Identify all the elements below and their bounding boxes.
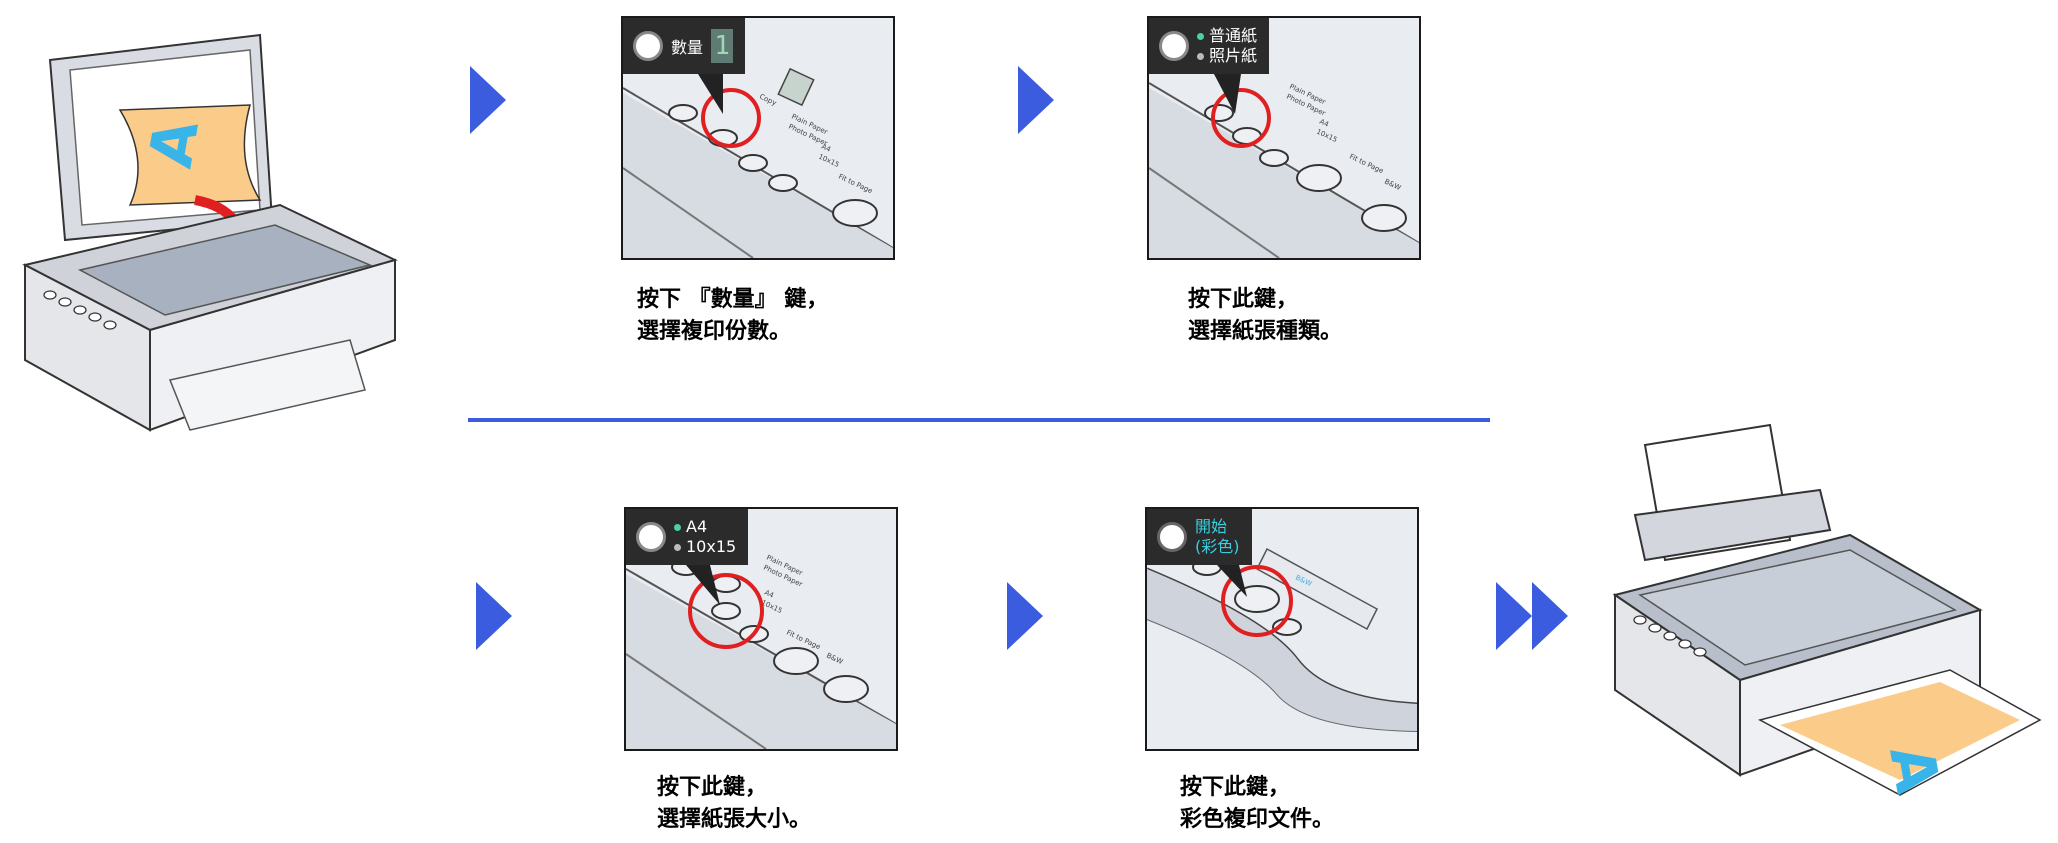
led-on-icon (674, 524, 681, 531)
panel-start-color: B&W 開始 (彩色) (1145, 507, 1419, 751)
badge-start-color: 開始 (彩色) (1147, 509, 1252, 565)
caption-step-2: 按下此鍵，選擇紙張種類。 (1188, 287, 1343, 344)
panel-copies: Copy Plain Paper Photo Paper A4 10x15 Fi… (621, 16, 895, 260)
button-icon (1159, 31, 1189, 61)
control-panel-closeup: Plain Paper Photo Paper A4 10x15 Fit to … (1149, 74, 1419, 258)
copies-display: 1 (711, 29, 734, 63)
badge-paper-type: 普通紙 照片紙 (1149, 18, 1270, 74)
step-arrow-4 (1007, 582, 1043, 650)
control-panel-closeup: B&W (1147, 547, 1417, 732)
scanner-with-document-illustration: A (22, 33, 398, 432)
panel-label-10x15: 10x15 (817, 153, 840, 170)
panel-label-a4: A4 (1318, 118, 1330, 129)
badge-copies: 數量 1 (623, 18, 746, 74)
panel-label-bw: B&W (1383, 178, 1402, 193)
control-panel-closeup: Copy Plain Paper Photo Paper A4 10x15 Fi… (623, 67, 893, 258)
led-off-icon (1197, 53, 1204, 60)
step-arrow-3 (476, 582, 512, 650)
step-arrow-1 (470, 66, 506, 134)
panel-label-10x15: 10x15 (1315, 128, 1338, 145)
double-arrow-a (1496, 582, 1532, 650)
step-arrow-2 (1018, 66, 1054, 134)
panel-label-fit: Fit to Page (1348, 153, 1385, 176)
button-icon (636, 522, 666, 552)
option-plain-paper: 普通紙 (1197, 26, 1257, 46)
button-icon (633, 31, 663, 61)
option-10x15: 10x15 (674, 537, 736, 557)
panel-label-a4: A4 (763, 589, 775, 600)
caption-step-1: 按下 『數量』 鍵，選擇複印份數。 (637, 287, 829, 344)
panel-label-a4: A4 (820, 143, 832, 154)
led-on-icon (1197, 33, 1204, 40)
panel-label-bw: B&W (825, 652, 844, 667)
panel-label-copy: Copy (758, 93, 777, 108)
section-divider (468, 418, 1490, 422)
caption-step-3: 按下此鍵，選擇紙張大小。 (657, 775, 812, 832)
panel-label-fit: Fit to Page (837, 173, 874, 196)
color-label: (彩色) (1195, 537, 1240, 556)
panel-paper-type: Plain Paper Photo Paper A4 10x15 Fit to … (1147, 16, 1421, 260)
double-arrow-b (1532, 582, 1568, 650)
start-button-icon (1157, 522, 1187, 552)
printer-with-copy-illustration: A (1612, 423, 2042, 799)
start-label: 開始 (1195, 517, 1228, 536)
copies-label: 數量 (671, 38, 704, 57)
badge-paper-size: A4 10x15 (626, 509, 749, 565)
caption-step-4: 按下此鍵，彩色複印文件。 (1180, 775, 1335, 832)
panel-paper-size: Plain Paper Photo Paper A4 10x15 Fit to … (624, 507, 898, 751)
option-a4: A4 (674, 517, 736, 537)
led-off-icon (674, 544, 681, 551)
control-panel-closeup: Plain Paper Photo Paper A4 10x15 Fit to … (626, 554, 896, 749)
option-photo-paper: 照片紙 (1197, 46, 1257, 66)
